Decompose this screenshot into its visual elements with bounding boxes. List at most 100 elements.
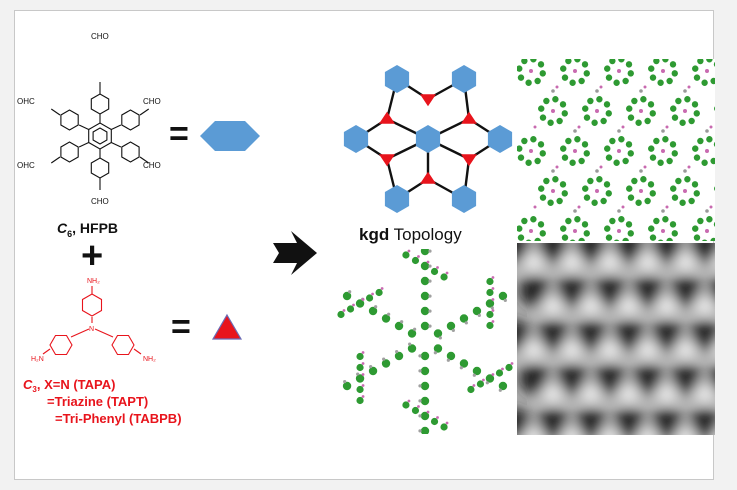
structure-atom: [609, 137, 616, 145]
structure-atom: [569, 239, 576, 241]
structure-atom: [609, 59, 616, 65]
stm-bright-spot: [676, 251, 696, 271]
stm-pore: [614, 320, 644, 350]
structure-atom: [569, 79, 576, 86]
structure-atom: [662, 136, 669, 143]
hfpb-label: C6, HFPB: [57, 220, 118, 239]
structure-atom: [533, 205, 537, 209]
structure-atom: [426, 410, 430, 414]
network-triangle-node: [379, 154, 395, 167]
structure-atom: [551, 109, 555, 113]
structure-atom: [578, 157, 585, 165]
structure-atom: [477, 313, 481, 318]
structure-atom: [534, 237, 541, 241]
structure-atom: [627, 70, 634, 77]
structure-atom: [418, 414, 422, 418]
structure-atom: [705, 149, 709, 153]
amine-label-line1: C3, X=N (TAPA): [23, 377, 115, 394]
structure-atom: [407, 344, 417, 353]
structure-atom: [618, 216, 625, 223]
structure-atom: [671, 230, 678, 237]
triangle-icon: [211, 313, 243, 340]
structure-atom: [617, 229, 621, 233]
structure-atom: [653, 59, 660, 65]
structure-atom: [693, 190, 700, 197]
structure-atom: [512, 86, 515, 89]
structure-atom: [604, 225, 611, 232]
stm-pore: [709, 279, 715, 303]
structure-atom: [701, 79, 708, 86]
hfpb-group-lower-right: CHO: [143, 161, 161, 170]
stm-pore: [538, 408, 568, 435]
stm-bright-spot: [638, 251, 658, 271]
structure-atom: [547, 119, 554, 126]
structure-atom: [521, 59, 528, 65]
structure-atom: [661, 209, 665, 213]
structure-atom: [420, 291, 430, 301]
structure-atom: [440, 423, 448, 431]
stm-pore: [538, 320, 568, 350]
structure-atom: [635, 119, 642, 126]
structure-atom: [486, 374, 494, 383]
structure-atom: [647, 101, 655, 108]
stm-bright-spot: [714, 256, 715, 266]
structure-atom: [688, 117, 695, 125]
structure-atom: [418, 384, 422, 388]
structure-atom: [420, 426, 430, 434]
structure-atom: [555, 85, 559, 89]
network-triangle-node: [420, 94, 436, 107]
structure-atom: [670, 185, 677, 192]
structure-atom: [684, 96, 691, 103]
structure-atom: [625, 221, 633, 228]
structure-atom: [561, 154, 569, 161]
structure-atom: [710, 237, 715, 241]
stm-bright-spot: [600, 427, 620, 435]
structure-atom: [445, 271, 449, 275]
structure-atom: [495, 369, 504, 377]
structure-atom: [420, 396, 430, 406]
structure-atom: [459, 314, 469, 323]
structure-atom: [343, 379, 347, 384]
stm-pore: [633, 276, 663, 306]
structure-atom: [552, 96, 559, 103]
stm-bright-spot: [524, 251, 544, 271]
stm-pore: [576, 243, 606, 262]
structure-atom: [605, 234, 613, 241]
structure-atom: [713, 141, 715, 147]
structure-atom: [555, 165, 559, 169]
structure-atom: [433, 344, 443, 353]
structure-atom: [418, 399, 422, 403]
structure-atom: [402, 251, 410, 259]
structure-atom: [537, 61, 545, 68]
structure-atom: [626, 185, 633, 192]
amine-phenyl-ring: [111, 334, 135, 356]
structure-atom: [517, 145, 523, 152]
structure-atom: [402, 401, 410, 409]
structure-atom: [687, 165, 691, 169]
structure-atom: [503, 298, 507, 303]
structure-atom: [709, 205, 713, 209]
structure-atom: [440, 273, 448, 281]
hfpb-bond: [111, 124, 122, 130]
structure-atom: [693, 154, 701, 161]
structure-atom: [617, 209, 621, 213]
hfpb-group-lower-left: OHC: [17, 161, 35, 170]
structure-atom: [639, 109, 643, 113]
structure-atom: [464, 321, 468, 325]
stm-pore: [538, 243, 568, 262]
structure-atom: [657, 239, 664, 241]
hfpb-group-top: CHO: [91, 32, 109, 41]
structure-atom: [420, 351, 430, 361]
hfpb-group-bottom: CHO: [91, 197, 109, 206]
structure-atom: [400, 320, 404, 324]
stm-pore: [595, 364, 625, 394]
structure-atom: [361, 351, 365, 354]
structure-atom: [428, 279, 432, 283]
structure-atom: [418, 369, 422, 373]
structure-atom: [671, 70, 678, 77]
network-triangle-node: [461, 111, 477, 124]
structure-atom: [603, 101, 611, 108]
structure-atom: [356, 352, 364, 361]
structure-atom: [539, 150, 546, 157]
structure-atom: [693, 234, 701, 241]
